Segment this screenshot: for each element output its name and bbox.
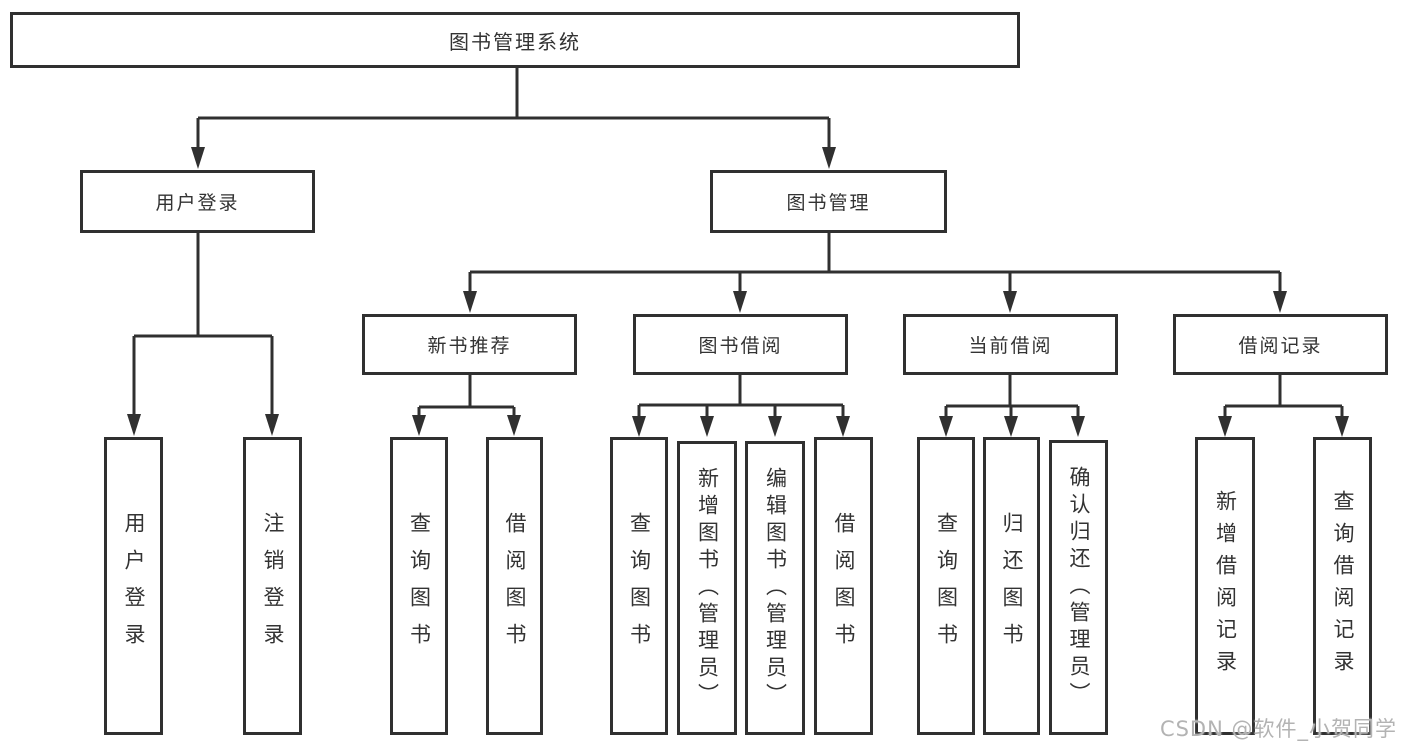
- node-label: 查询图书: [627, 512, 652, 660]
- leaf-user-login: 用户登录: [104, 437, 163, 735]
- leaf-current-query-books: 查询图书: [917, 437, 975, 735]
- csdn-watermark: CSDN @软件_小贺同学: [1159, 717, 1397, 741]
- leaf-query-borrow-record: 查询借阅记录: [1313, 437, 1372, 735]
- node-user-login-group: 用户登录: [80, 170, 315, 233]
- node-label: 图书管理系统: [449, 29, 581, 54]
- node-label: 当前借阅: [968, 335, 1053, 357]
- node-label: 用户登录: [122, 512, 146, 660]
- leaf-recommend-borrow-books: 借阅图书: [486, 437, 543, 735]
- node-label: 借阅记录: [1238, 335, 1323, 357]
- node-label: 借阅图书: [832, 512, 856, 660]
- node-label: 用户登录: [155, 192, 240, 214]
- leaf-edit-books-admin: 编辑图书（管理员）: [745, 441, 805, 735]
- node-label: 归还图书: [1000, 512, 1024, 660]
- node-label: 注销登录: [261, 512, 285, 660]
- leaf-add-borrow-record: 新增借阅记录: [1195, 437, 1255, 735]
- connector-paths: [132, 68, 1344, 418]
- leaf-add-books-admin: 新增图书（管理员）: [677, 441, 737, 735]
- node-label: 借阅图书: [503, 512, 527, 660]
- node-current-borrowing: 当前借阅: [903, 314, 1118, 375]
- leaf-return-books: 归还图书: [983, 437, 1040, 735]
- node-label: 图书管理: [786, 192, 871, 214]
- node-label: 确认归还（管理员）: [1067, 466, 1091, 709]
- leaf-recommend-query-books: 查询图书: [390, 437, 448, 735]
- node-borrowing-records: 借阅记录: [1173, 314, 1388, 375]
- leaf-borrowing-query-books: 查询图书: [610, 437, 668, 735]
- node-label: 新书推荐: [427, 335, 512, 357]
- arrow-down-icons: [127, 147, 1349, 437]
- leaf-logout: 注销登录: [243, 437, 302, 735]
- node-book-management: 图书管理: [710, 170, 947, 233]
- node-label: 新增借阅记录: [1213, 490, 1238, 682]
- node-label: 新增图书（管理员）: [695, 466, 720, 710]
- node-library-system: 图书管理系统: [10, 12, 1020, 68]
- node-label: 查询图书: [934, 512, 959, 660]
- leaf-confirm-return-admin: 确认归还（管理员）: [1049, 440, 1108, 735]
- node-label: 查询借阅记录: [1331, 490, 1355, 682]
- node-book-borrowing: 图书借阅: [633, 314, 848, 375]
- node-new-book-recommend: 新书推荐: [362, 314, 577, 375]
- node-label: 图书借阅: [698, 335, 783, 357]
- node-label: 查询图书: [407, 512, 432, 660]
- node-label: 编辑图书（管理员）: [763, 466, 788, 710]
- leaf-borrowing-borrow-books: 借阅图书: [814, 437, 873, 735]
